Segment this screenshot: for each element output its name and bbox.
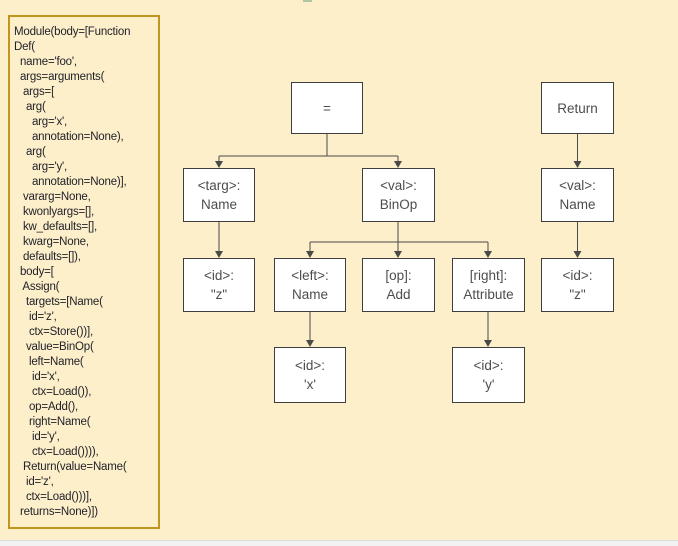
node-assign-op: =: [291, 82, 363, 134]
node-val-name: <val>: Name: [541, 168, 614, 222]
node-label: Add: [386, 287, 411, 302]
arrowhead-id-z-assign: [215, 251, 223, 258]
ast-dump-text: Module(body=[Function Def( name='foo', a…: [14, 26, 131, 518]
node-return: Return: [541, 82, 614, 134]
node-label: <id>:: [473, 358, 504, 373]
arrowhead-id-z-return: [573, 251, 582, 258]
node-id-y: <id>: 'y': [452, 347, 525, 403]
node-op-add: [op]: Add: [362, 258, 435, 312]
node-label: "z": [210, 287, 228, 302]
node-left-name: <left>: Name: [274, 258, 346, 312]
node-label: <id>:: [562, 268, 593, 283]
ast-dump-panel: Module(body=[Function Def( name='foo', a…: [8, 15, 160, 529]
node-label: Name: [559, 197, 596, 212]
node-label: Name: [291, 287, 328, 302]
cropped-artifact: [303, 0, 312, 2]
node-label: "z": [569, 287, 586, 302]
node-id-x: <id>: 'x': [274, 347, 346, 403]
node-label: <id>:: [294, 358, 326, 373]
node-label: Name: [200, 197, 237, 212]
node-label: 'y': [482, 377, 495, 392]
window-bottom-strip: [0, 540, 678, 546]
node-label: 'x': [304, 377, 316, 392]
node-id-z-return: <id>: "z": [541, 258, 614, 312]
arrowhead-op-add: [394, 251, 402, 258]
node-label: <val>:: [559, 178, 596, 193]
node-label: <id>:: [203, 268, 235, 283]
arrowhead-val-binop: [394, 161, 402, 168]
arrowhead-right-attribute: [484, 251, 492, 258]
arrowhead-id-y: [484, 340, 492, 347]
node-label: Attribute: [463, 287, 514, 302]
node-targ-name: <targ>: Name: [183, 168, 255, 222]
node-label: BinOp: [379, 197, 418, 212]
node-id-z-assign: <id>: "z": [183, 258, 255, 312]
node-right-attribute: [right]: Attribute: [452, 258, 525, 312]
node-label: =: [323, 100, 331, 116]
node-label: <val>:: [380, 178, 417, 193]
node-label: [op]:: [385, 268, 412, 283]
arrowhead-id-x: [306, 340, 314, 347]
node-val-binop: <val>: BinOp: [362, 168, 435, 222]
node-label: <left>:: [291, 268, 329, 283]
arrowhead-left-name: [306, 251, 314, 258]
node-label: [right]:: [469, 268, 508, 283]
node-label: Return: [557, 100, 598, 116]
node-label: <targ>:: [197, 178, 241, 193]
arrowhead-val-name: [573, 161, 582, 168]
arrowhead-targ-name: [215, 161, 223, 168]
